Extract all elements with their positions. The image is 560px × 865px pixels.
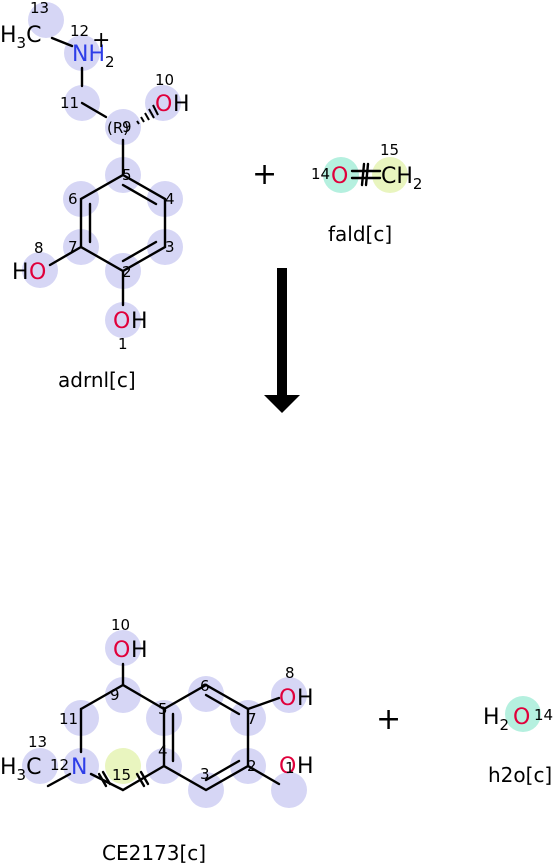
highlight-atom-15 [372,157,408,193]
atom-number: 3 [165,238,175,256]
highlight-atom-8 [22,252,58,288]
product-atom-numbers: 1 2 3 4 5 6 7 8 9 10 11 12 13 15 [28,616,295,784]
stereo-label: (R) [107,119,129,137]
product-label: CE2173[c] [102,841,206,865]
atom-number: 14 [534,706,553,724]
highlight-atom-9 [105,677,141,713]
water-h: H2 [483,705,509,734]
atom-number: 7 [68,238,78,256]
atom-number: 5 [158,700,168,718]
plus-sign-products: + [376,702,401,737]
atom-number: 12 [50,756,69,774]
formaldehyde-ch: CH2 [381,164,422,193]
highlight-atom-9 [105,109,141,145]
ring-hydroxyl-left-h: H [12,260,29,285]
highlight-atom-15 [105,748,141,784]
product-hydroxyl-right-bottom-o: O [279,754,296,779]
product-hydroxyl-top-h: H [131,638,148,663]
highlight-atom-13 [22,748,58,784]
highlight-atom-10 [105,630,141,666]
water-molecule: H2 O 14 h2o[c] [483,696,553,787]
atom-number: 2 [247,757,257,775]
atom-number: 9 [122,118,132,136]
atom-number: 6 [68,190,78,208]
atom-number: 5 [122,166,132,184]
adrenaline-atom-numbers: 1 2 3 4 5 6 7 8 9 10 11 12 13 [30,0,175,353]
ring-hydroxyl-left-o: O [29,260,46,285]
atom-number: 4 [158,742,168,760]
amine-charge: + [92,28,110,53]
adrenaline-bonds [48,36,167,307]
side-hydroxyl-o: O [155,92,172,117]
highlight-atom-1 [271,772,307,808]
ring-hydroxyl-bottom-h: H [131,309,148,334]
atom-number: 7 [247,710,257,728]
atom-number: 14 [311,165,330,183]
atom-number: 3 [200,765,210,783]
highlight-atom-14 [505,696,541,732]
highlight-atom-8 [271,677,307,713]
formaldehyde-molecule: O CH2 14 15 fald[c] [311,141,422,246]
highlight-atom-1 [105,302,141,338]
highlight-atom-12 [64,35,100,71]
atom-number: 10 [111,616,130,634]
product-hydroxyl-right-bottom-h: H [297,754,314,779]
atom-number: 4 [165,190,175,208]
atom-number: 1 [285,759,295,777]
product-hydroxyl-right-top-h: H [297,686,314,711]
atom-number: 1 [118,335,128,353]
formaldehyde-label: fald[c] [328,222,392,246]
methyl-label: H3C [0,23,41,52]
atom-number: 6 [200,677,210,695]
map-tick [101,770,112,786]
reaction-arrow [264,268,300,413]
atom-number: 8 [285,664,295,682]
product-hydroxyl-right-top-o: O [279,686,296,711]
product-bonds [46,662,281,792]
atom-number: 2 [122,263,132,281]
atom-number: 11 [60,94,79,112]
atom-number: 11 [59,710,78,728]
side-hydroxyl-h: H [173,92,190,117]
formaldehyde-o: O [331,164,348,189]
plus-sign-reactants: + [252,157,277,192]
map-tick [139,770,150,786]
highlight-atom-12 [63,748,99,784]
highlight-atom-13 [28,2,64,38]
product-molecule: O H O H O H N H3C 1 2 3 4 5 6 7 8 9 10 1… [0,616,314,865]
atom-number: 13 [28,733,47,751]
product-methyl: H3C [0,755,41,784]
atom-number: 12 [70,22,89,40]
water-o: O [513,705,530,730]
atom-number: 8 [34,239,44,257]
map-tick [364,162,370,187]
adrenaline-molecule: H3C NH2 + O H (R) H O O H 1 2 3 4 5 6 7 … [0,0,190,392]
ring-hydroxyl-bottom-o: O [113,309,130,334]
atom-number: 9 [110,686,120,704]
product-nitrogen: N [71,755,87,780]
product-hydroxyl-top-o: O [113,638,130,663]
atom-number: 15 [112,766,131,784]
water-label: h2o[c] [488,763,552,787]
atom-number: 15 [380,141,399,159]
map-tick [135,772,146,788]
adrenaline-label: adrnl[c] [58,368,136,392]
stereo-hash-wedge [136,104,159,125]
atom-number: 10 [155,71,174,89]
map-tick [97,772,108,788]
highlight-atom-14 [323,157,359,193]
map-tick [360,162,366,187]
amine-label: NH2 [72,42,115,71]
atom-number: 13 [30,0,49,17]
highlight-atom-10 [145,85,181,121]
